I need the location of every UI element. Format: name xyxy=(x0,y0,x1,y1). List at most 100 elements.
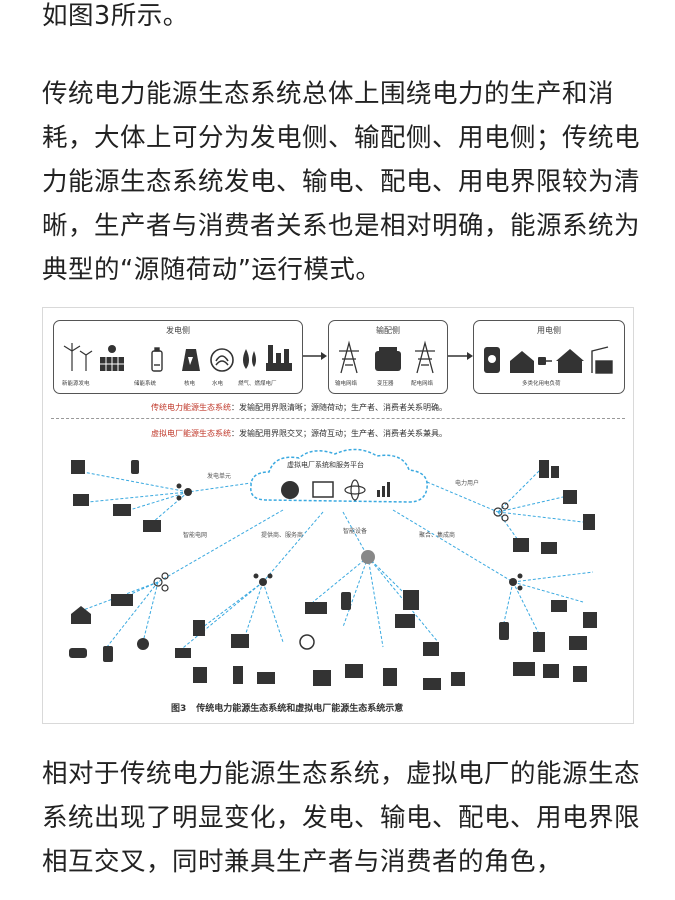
paragraph-main: 传统电力能源生态系统总体上围绕电力的生产和消耗，大体上可分为发电侧、输配侧、用电… xyxy=(42,79,641,285)
gen-label-hydro: 水电 xyxy=(212,381,224,387)
hub-node-grid xyxy=(153,572,169,592)
traditional-system-desc: ：发输配用界限清晰；源随荷动；生产者、消费者关系明确。 xyxy=(231,403,447,412)
link-label-smart-grid: 智能电网 xyxy=(183,532,208,539)
traditional-system-line: 传统电力能源生态系统：发输配用界限清晰；源随荷动；生产者、消费者关系明确。 xyxy=(151,402,447,413)
virtual-system-line: 虚拟电厂能源生态系统：发输配用界限交叉；源荷互动；生产者、消费者关系兼具。 xyxy=(151,428,447,439)
solar-icon-small-2 xyxy=(143,520,161,532)
school-icon-small xyxy=(111,594,133,606)
building-icon-far xyxy=(583,612,597,628)
generation-side-title: 发电侧 xyxy=(166,326,190,335)
tower-icon-right xyxy=(573,666,587,682)
battery-icon-small xyxy=(131,460,139,474)
wind-icon-right xyxy=(543,664,559,678)
caption-text: 传统电力能源生态系统和虚拟电厂能源生态系统示意 xyxy=(196,704,404,714)
wind-turbine-icon xyxy=(63,343,93,371)
checklist-icon xyxy=(193,667,207,683)
figure-3: 发电侧 新能源发电 储能系统 核电 水电 燃气 xyxy=(42,307,634,724)
monitor-icon xyxy=(551,600,567,612)
link-label-power-user: 电力用户 xyxy=(455,480,480,487)
trans-label-transformer: 变压器 xyxy=(377,381,394,387)
link-label-provider: 提供商、服务商 xyxy=(261,532,304,539)
virtual-system-desc: ：发输配用界限交叉；源荷互动；生产者、消费者关系兼具。 xyxy=(231,429,447,438)
hub-node-device xyxy=(361,550,375,564)
hub-node-provider xyxy=(253,573,273,586)
plug-icon xyxy=(538,357,552,365)
transformer-icon xyxy=(375,347,401,371)
platform-label: 虚拟电厂系统和服务平台 xyxy=(287,461,364,469)
house-icon-right xyxy=(569,636,587,650)
vpp-network-diagram xyxy=(69,448,597,690)
chart-icon xyxy=(451,672,465,686)
house-icon-mid xyxy=(423,642,439,656)
building-icon xyxy=(73,494,89,506)
user-side-box: 用电侧 多类化用电负荷 xyxy=(473,320,625,394)
factory-icon-right xyxy=(563,490,577,504)
user-icons xyxy=(484,346,613,374)
gen-label-gas-coal: 燃气、燃煤电厂 xyxy=(238,381,277,387)
caption-number: 图3 xyxy=(171,704,187,714)
share-icon xyxy=(281,481,299,499)
gen-label-nuclear: 核电 xyxy=(184,381,196,387)
traditional-system-term: 传统电力能源生态系统 xyxy=(151,403,231,412)
building-icon-right xyxy=(583,514,595,530)
solar-icon-small xyxy=(113,504,131,516)
charging-station-icon xyxy=(591,346,613,374)
store-icon xyxy=(345,664,363,678)
scattered-icons xyxy=(69,460,597,690)
person-icon xyxy=(233,666,243,684)
trans-label-distribution: 配电网络 xyxy=(411,381,434,387)
power-tower-icon-2 xyxy=(415,340,435,374)
hydro-icon xyxy=(210,348,234,372)
factory-icon xyxy=(266,345,292,371)
car-icon xyxy=(69,648,87,658)
house-icon-small xyxy=(71,606,91,624)
transmission-side-title: 输配侧 xyxy=(376,326,400,335)
handshake-icon xyxy=(257,672,275,684)
generation-side-box: 发电侧 新能源发电 储能系统 核电 水电 燃气 xyxy=(53,320,303,394)
link-label-gen-unit: 发电单元 xyxy=(207,473,232,480)
school-icon-mid xyxy=(395,614,415,628)
transmission-side-box: 输配侧 输电网络 变压器 配电网络 xyxy=(328,320,448,394)
user-side-title: 用电侧 xyxy=(537,326,561,335)
factory-icon-small xyxy=(71,460,85,474)
hub-node-gen xyxy=(176,483,192,501)
paragraph-bottom: 相对于传统电力能源生态系统，虚拟电厂的能源生态系统出现了明显变化，发电、输电、配… xyxy=(42,759,641,877)
link-label-smart-device: 智能设备 xyxy=(343,528,368,535)
solar-panel-icon xyxy=(100,345,124,371)
battery-icon-mid xyxy=(341,592,351,610)
house-icon xyxy=(510,351,534,373)
people-icon xyxy=(231,634,249,648)
server-icon xyxy=(313,670,331,686)
city-icon xyxy=(539,460,549,478)
solar-panel-field-icon xyxy=(305,602,327,614)
phone-icon-small xyxy=(103,646,113,662)
fuel-pump-icon xyxy=(533,632,545,652)
atom-icon xyxy=(344,479,366,501)
laptop-icon xyxy=(175,648,191,658)
bar-chart-icon xyxy=(377,482,390,497)
use-label-load: 多类化用电负荷 xyxy=(522,381,561,387)
battery-icon-right xyxy=(499,622,509,640)
office-icon xyxy=(403,590,419,610)
bulb-icon xyxy=(137,638,149,650)
wheel-icon xyxy=(299,634,315,650)
grid-icon-right xyxy=(513,538,529,552)
building-icon-mid xyxy=(383,668,397,686)
hub-node-aggregator xyxy=(509,573,523,591)
gas-drop-icon xyxy=(243,349,256,369)
nuclear-plant-icon xyxy=(182,349,200,371)
phone-icon xyxy=(484,347,500,373)
divider-dashed xyxy=(51,418,625,419)
generation-icons xyxy=(63,343,292,372)
factory-icon-far xyxy=(513,662,535,676)
flow-arrows xyxy=(303,352,473,360)
virtual-system-term: 虚拟电厂能源生态系统 xyxy=(151,429,231,438)
hub-node-user xyxy=(493,502,509,522)
power-tower-icon xyxy=(339,340,359,374)
cloud-platform-icon xyxy=(250,448,428,503)
battery-icon xyxy=(151,347,163,372)
link-label-aggregator: 聚合、集成商 xyxy=(419,532,456,539)
dashboard-icon xyxy=(312,481,334,498)
transmission-icons xyxy=(339,340,435,374)
doc-icon xyxy=(193,620,205,636)
